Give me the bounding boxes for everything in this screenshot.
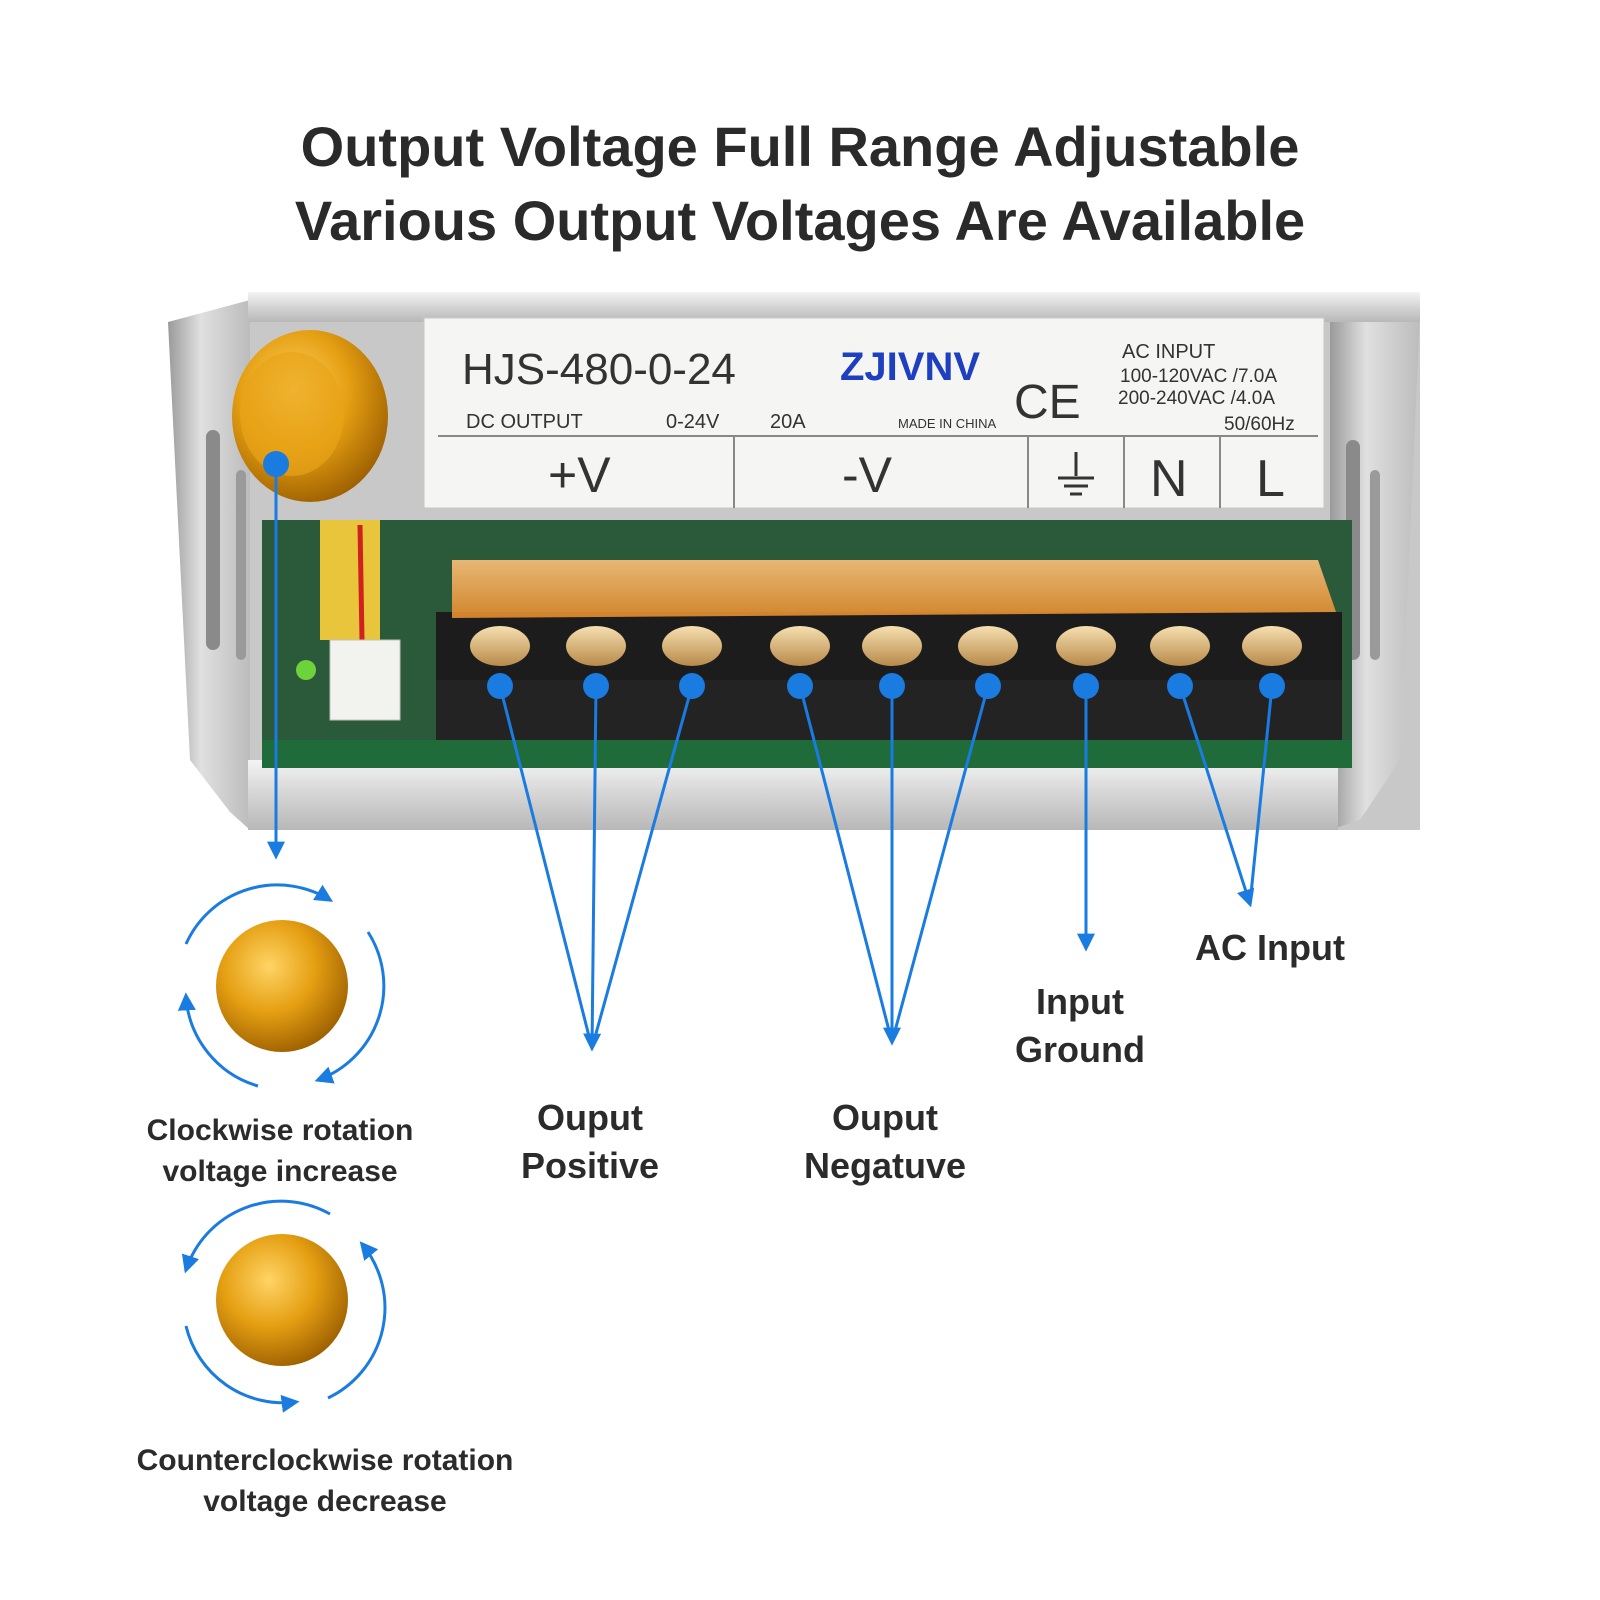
leader-negative-3 [890, 685, 990, 1043]
callout-output-negative: Ouput Negatuve [803, 1097, 967, 1186]
terminal-label-negative: -V [842, 447, 893, 503]
clockwise-illustration [177, 883, 386, 1088]
voltage-adjust-knob [232, 330, 388, 502]
ac-input-title: AC INPUT [1122, 341, 1215, 363]
knob-dot [263, 451, 289, 477]
terminal-label-n: N [1150, 450, 1188, 508]
annotation-dots [263, 451, 1285, 699]
leader-negative-1 [798, 685, 894, 1043]
ac-input-line-2: 200-240VAC /4.0A [1118, 388, 1275, 409]
terminal-dot-9 [1259, 673, 1285, 699]
terminal-dot-1 [487, 673, 513, 699]
terminal-screw-8 [1150, 626, 1210, 666]
terminal-screws [470, 626, 1302, 666]
terminal-dot-2 [583, 673, 609, 699]
callout-ac-input: AC Input [1195, 927, 1345, 968]
headline-line-2: Various Output Voltages Are Available [294, 189, 1306, 252]
leader-ac-n [1178, 685, 1255, 908]
terminal-block [436, 560, 1342, 740]
callout-input-ground: Input Ground [1015, 981, 1145, 1070]
terminal-screw-7 [1056, 626, 1116, 666]
output-current: 20A [770, 411, 806, 433]
terminal-label-positive: +V [548, 447, 611, 503]
terminal-screw-4 [770, 626, 830, 666]
leader-positive-3 [590, 685, 694, 1049]
rotate-clockwise-icon [184, 883, 334, 945]
terminal-label-l: L [1256, 450, 1285, 508]
dc-output-label: DC OUTPUT [466, 411, 583, 433]
made-in-label: MADE IN CHINA [898, 416, 997, 431]
terminal-dot-5 [879, 673, 905, 699]
annotation-leaders [267, 464, 1274, 1052]
rotate-counterclockwise-icon [181, 1199, 331, 1274]
terminal-cover [452, 560, 1336, 618]
callout-counterclockwise: Counterclockwise rotation voltage decrea… [136, 1444, 514, 1518]
model-number: HJS-480-0-24 [462, 345, 736, 394]
terminal-dot-6 [975, 673, 1001, 699]
callout-output-positive: Ouput Positive [520, 1097, 660, 1186]
ground-symbol-icon [1058, 452, 1094, 496]
terminal-screw-6 [958, 626, 1018, 666]
terminal-screw-1 [470, 626, 530, 666]
ac-input-line-1: 100-120VAC /7.0A [1120, 366, 1277, 387]
terminal-screw-5 [862, 626, 922, 666]
leader-ac-l [1248, 685, 1274, 905]
terminal-dot-8 [1167, 673, 1193, 699]
terminal-dot-4 [787, 673, 813, 699]
leader-positive-1 [498, 685, 594, 1049]
voltage-range: 0-24V [666, 411, 720, 433]
terminal-screw-3 [662, 626, 722, 666]
leader-positive-2 [583, 685, 602, 1052]
callout-clockwise: Clockwise rotation voltage increase [146, 1114, 414, 1188]
frequency-label: 50/60Hz [1224, 414, 1295, 435]
headline-line-1: Output Voltage Full Range Adjustable [300, 115, 1300, 178]
counterclockwise-illustration [181, 1199, 387, 1413]
terminal-dot-7 [1073, 673, 1099, 699]
terminal-screw-9 [1242, 626, 1302, 666]
ce-mark: CE [1014, 376, 1081, 429]
terminal-dot-3 [679, 673, 705, 699]
brand-name: ZJIVNV [840, 345, 980, 389]
product-label: HJS-480-0-24 ZJIVNV CE DC OUTPUT 0-24V 2… [423, 317, 1325, 509]
terminal-screw-2 [566, 626, 626, 666]
